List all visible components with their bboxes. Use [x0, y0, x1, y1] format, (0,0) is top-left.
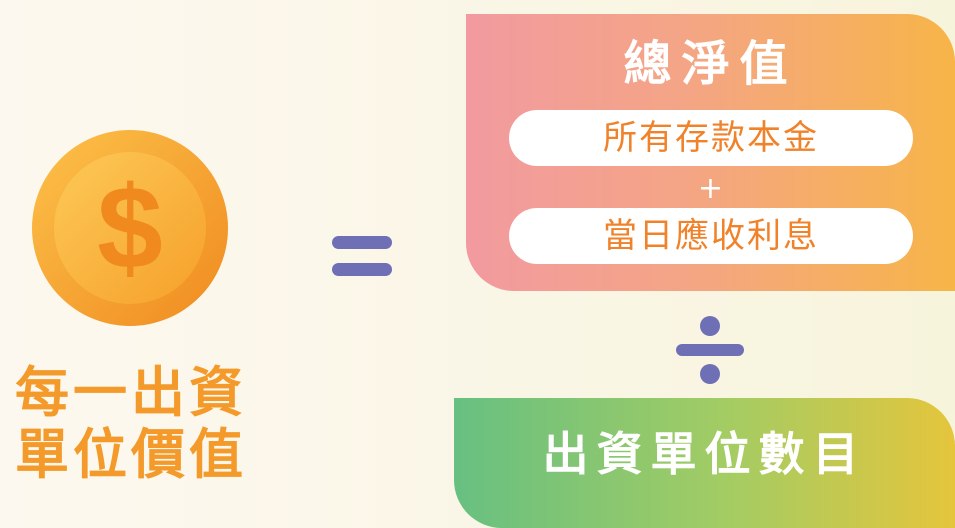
- dollar-coin-icon: $: [30, 128, 230, 328]
- coin-dollar-symbol: $: [97, 162, 163, 294]
- net-asset-value-title: 總淨值: [623, 36, 798, 92]
- unit-value-label-line-2: 單位價值: [15, 423, 247, 486]
- unit-value-label: 每一出資 單位價值: [0, 362, 262, 486]
- units-outstanding-title: 出資單位數目: [542, 427, 867, 481]
- net-asset-value-card: 總淨值 所有存款本金 + 當日應收利息: [466, 14, 955, 291]
- units-outstanding-card: 出資單位數目: [454, 398, 955, 528]
- equals-icon: [332, 236, 392, 278]
- accrued-interest-pill: 當日應收利息: [509, 208, 913, 264]
- principal-deposits-pill: 所有存款本金: [509, 110, 913, 166]
- plus-icon: +: [697, 171, 724, 206]
- unit-value-label-line-1: 每一出資: [15, 361, 247, 424]
- divide-icon: [676, 316, 744, 384]
